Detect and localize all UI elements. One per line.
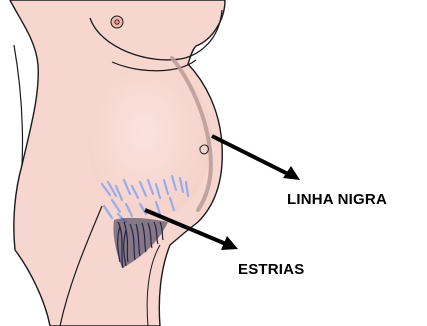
belly-shading <box>88 62 212 218</box>
label-estrias: ESTRIAS <box>238 261 304 278</box>
arm-outline <box>14 45 23 165</box>
arrow-linha-nigra <box>212 136 300 180</box>
label-linha-nigra: LINHA NIGRA <box>287 191 387 208</box>
